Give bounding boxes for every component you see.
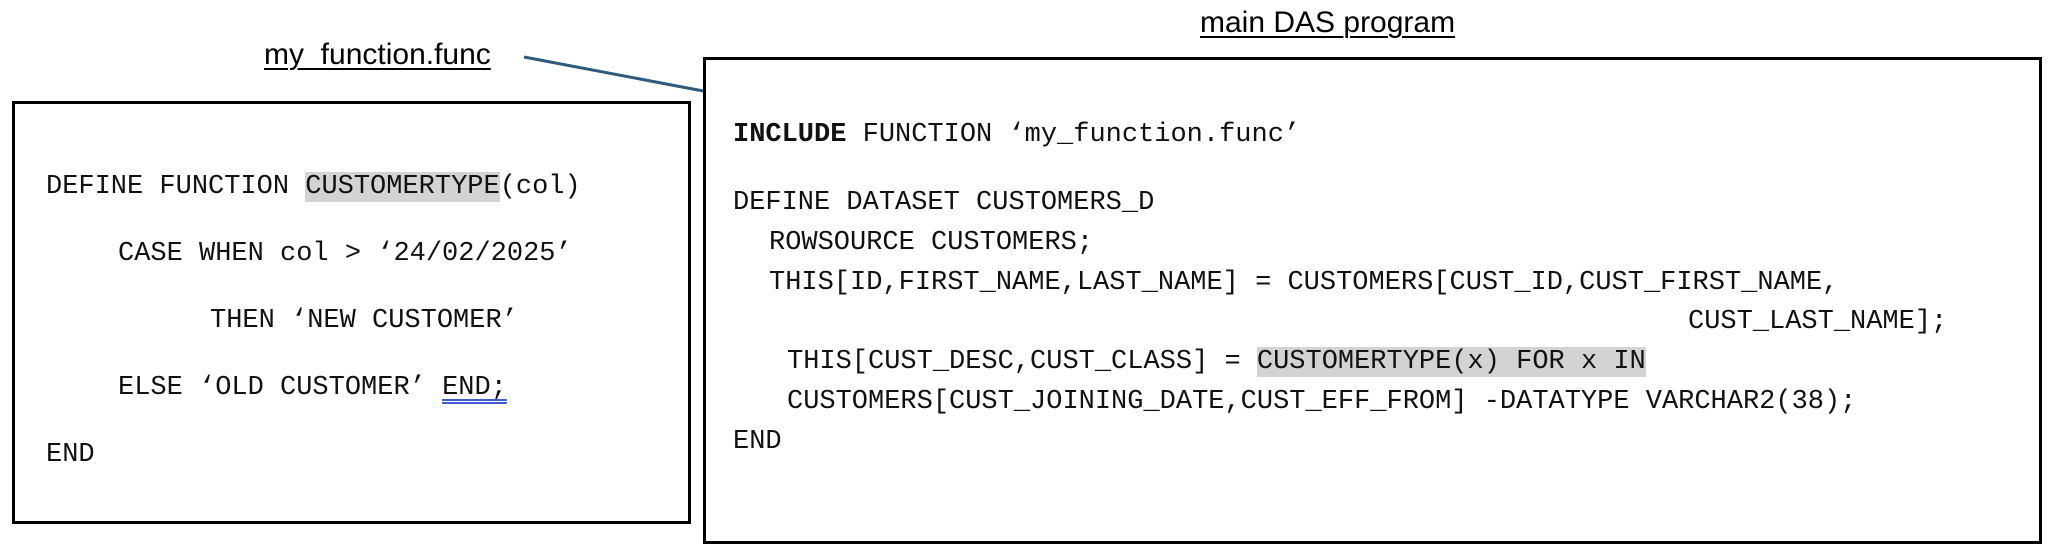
highlighted-function-name: CUSTOMERTYPE — [305, 172, 500, 202]
keyword-include: INCLUDE — [733, 120, 847, 150]
code-line: DEFINE FUNCTION CUSTOMERTYPE(col) — [46, 172, 581, 202]
code-text: THIS[CUST_DESC,CUST_CLASS] = — [787, 347, 1257, 377]
code-line: THEN ‘NEW CUSTOMER’ — [210, 306, 518, 336]
function-file-label: my_function.func — [264, 38, 491, 71]
flagged-text: END; — [442, 373, 507, 403]
code-line: CUSTOMERS[CUST_JOINING_DATE,CUST_EFF_FRO… — [787, 387, 1857, 417]
code-line: THIS[CUST_DESC,CUST_CLASS] = CUSTOMERTYP… — [787, 347, 1646, 377]
code-line: CUST_LAST_NAME]; — [1688, 307, 1948, 337]
highlighted-function-call: CUSTOMERTYPE(x) FOR x IN — [1256, 347, 1646, 377]
code-text: FUNCTION ‘my_function.func’ — [846, 120, 1301, 150]
code-line: DEFINE DATASET CUSTOMERS_D — [733, 188, 1155, 218]
code-line: END — [46, 440, 95, 470]
main-program-label: main DAS program — [1200, 6, 1456, 39]
code-text: DEFINE FUNCTION — [46, 172, 306, 202]
code-line: THIS[ID,FIRST_NAME,LAST_NAME] = CUSTOMER… — [769, 268, 1839, 298]
function-code-box: DEFINE FUNCTION CUSTOMERTYPE(col) CASE W… — [12, 101, 691, 524]
code-text: (col) — [499, 172, 581, 202]
code-line: CASE WHEN col > ‘24/02/2025’ — [118, 239, 572, 269]
main-program-code-box: INCLUDE FUNCTION ‘my_function.func’ DEFI… — [703, 57, 2042, 544]
code-line: ELSE ‘OLD CUSTOMER’ END; — [118, 375, 507, 402]
code-line: ROWSOURCE CUSTOMERS; — [769, 228, 1094, 258]
code-line: END — [733, 427, 782, 457]
code-line: INCLUDE FUNCTION ‘my_function.func’ — [733, 122, 1300, 149]
code-text: ELSE ‘OLD CUSTOMER’ — [118, 373, 443, 403]
